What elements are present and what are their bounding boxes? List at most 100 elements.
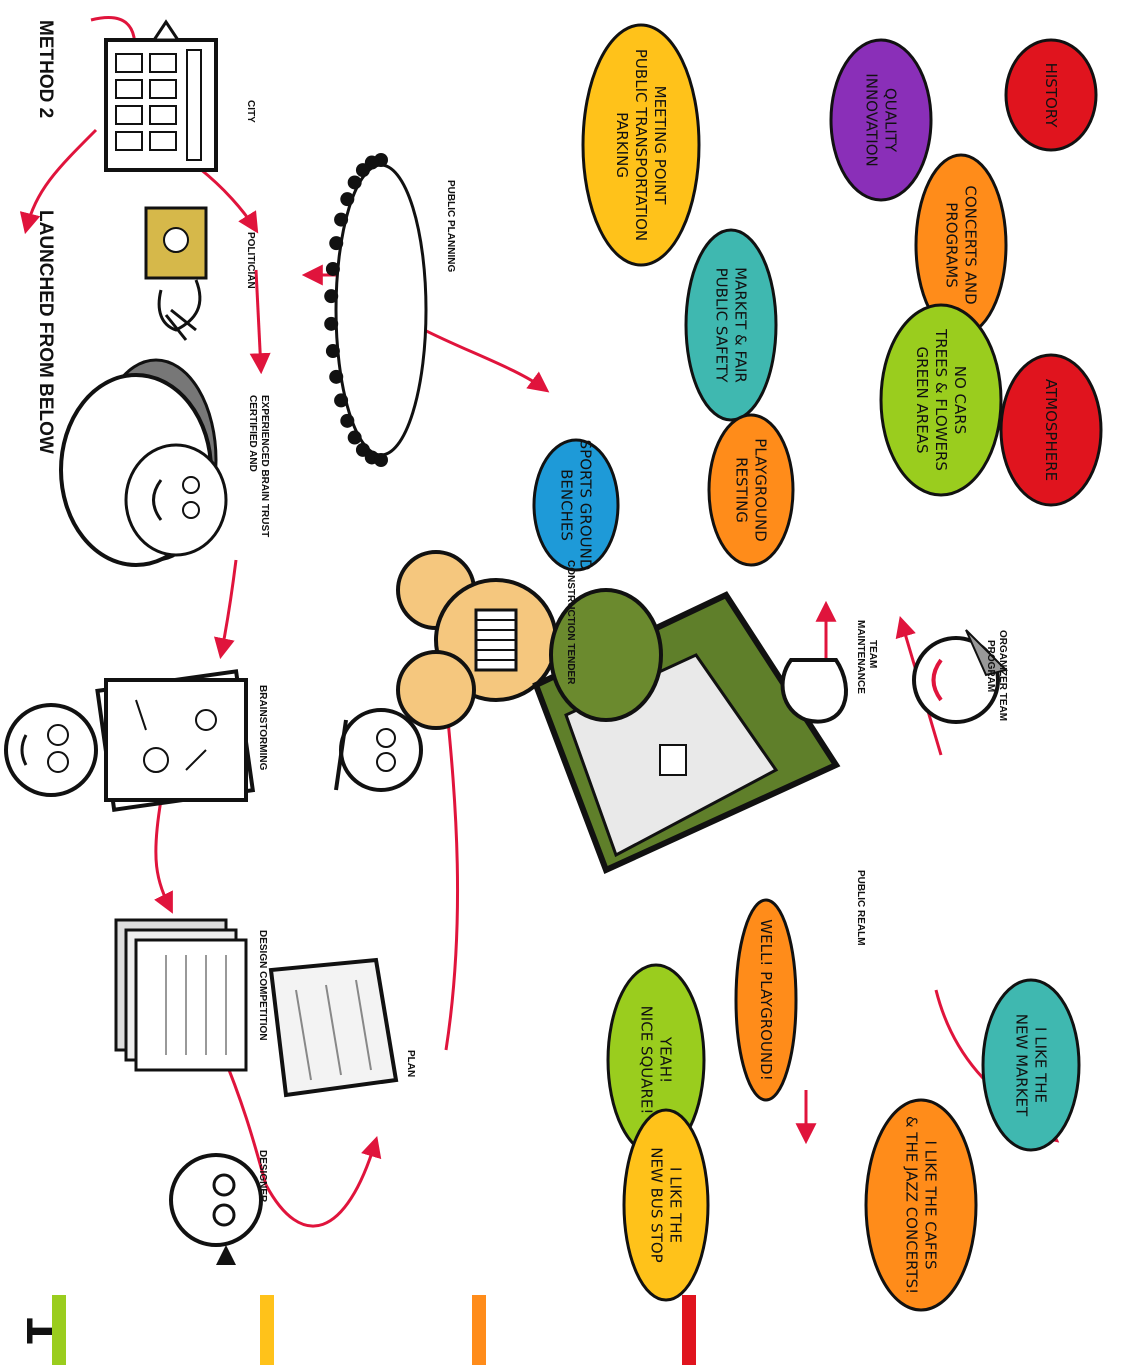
color-bar-green xyxy=(52,1295,66,1365)
feedback-bubble: WELL! PLAYGROUND! xyxy=(734,898,798,1102)
bubble-shape xyxy=(734,898,798,1102)
bubble-shape xyxy=(879,303,1003,497)
crowd-person xyxy=(374,453,388,467)
label-politician: POLITICIAN xyxy=(245,232,256,289)
bubble-text: I LIKE THE xyxy=(1032,1027,1050,1103)
bubble-text: NICE SQUARE! xyxy=(638,1006,656,1115)
thinker-face-icon xyxy=(4,703,98,797)
crowd-person xyxy=(329,369,344,384)
bubble-text: PUBLIC SAFETY xyxy=(713,268,731,384)
bubble-text: BENCHES xyxy=(558,469,576,541)
bubble-text: RESTING xyxy=(733,457,751,523)
label-plan: PLAN xyxy=(405,1050,416,1078)
arrow-brainstorming-to-competition xyxy=(154,799,173,914)
label-public-planning: PUBLIC PLANNING xyxy=(445,180,456,273)
sketch-papers-icon xyxy=(95,669,256,812)
label-maintenance-1: MAINTENANCE xyxy=(855,620,866,694)
wish-bubble: HISTORY xyxy=(1004,38,1098,152)
label-construction-tender: CONSTRUCTION TENDER xyxy=(565,560,576,685)
bubble-shape xyxy=(829,38,933,202)
city-hall-icon xyxy=(104,19,218,172)
bubble-text: TREES & FLOWERS xyxy=(932,328,950,471)
label-brain-trust-2: EXPERIENCED BRAIN TRUST xyxy=(259,395,270,538)
bubble-text: QUALITY xyxy=(882,88,900,153)
bubble-shape xyxy=(1004,38,1098,152)
label-program-organizer-2: ORGANIZER TEAM xyxy=(997,630,1008,722)
crowd-person xyxy=(324,289,339,304)
bubble-shape xyxy=(864,1098,978,1312)
bubble-shape xyxy=(532,438,620,572)
critic-face-icon xyxy=(334,708,423,792)
arrow-city-to-planning xyxy=(19,128,98,235)
bubble-text: SPORTS GROUND xyxy=(577,440,595,571)
organizer-face-icon xyxy=(912,629,1008,724)
bubble-shape xyxy=(622,1108,710,1302)
crowd-person xyxy=(325,344,340,359)
bubble-text: PROGRAMS xyxy=(943,202,961,287)
crowd-person xyxy=(355,163,370,178)
bubble-shape xyxy=(581,23,701,267)
label-designer: DESIGNER xyxy=(257,1150,268,1203)
wish-bubble: ATMOSPHERE xyxy=(999,353,1103,507)
bubble-text: PLAYGROUND xyxy=(752,438,770,542)
label-program-organizer-1: PROGRAM xyxy=(985,640,996,693)
design-sheets-icon xyxy=(114,918,248,1072)
site-plan-icon xyxy=(268,957,399,1098)
arrow-plan-to-tender xyxy=(437,695,460,1051)
arrow-braintrust-to-brainstorming xyxy=(213,559,238,660)
bubble-text: WELL! PLAYGROUND! xyxy=(757,919,775,1080)
bubble-text: NO CARS xyxy=(951,366,969,434)
crowd-person xyxy=(347,175,362,190)
color-bar-yellow xyxy=(260,1295,274,1365)
bubble-text: MEETING POINT xyxy=(651,86,669,206)
crowd-person xyxy=(334,212,349,227)
bubble-text: ATMOSPHERE xyxy=(1042,379,1060,481)
color-bar-red xyxy=(682,1295,696,1365)
arrow-politician-to-braintrust xyxy=(249,269,271,375)
label-maintenance-2: TEAM xyxy=(867,640,878,669)
label-brainstorming: BRAINSTORMING xyxy=(257,685,268,771)
crowd-person xyxy=(329,236,344,251)
park-plaza-icon xyxy=(532,588,841,875)
color-bars xyxy=(52,1295,696,1365)
crowd-person xyxy=(325,261,340,276)
bubble-text: GREEN AREAS xyxy=(913,347,931,454)
bubble-text: I LIKE THE CAFES xyxy=(922,1140,940,1269)
label-city: CITY xyxy=(245,100,256,123)
feedback-bubble: YEAH!NICE SQUARE! xyxy=(606,963,706,1157)
color-bar-orange xyxy=(472,1295,486,1365)
builders-icon xyxy=(396,550,558,730)
bubble-text: MARKET & FAIR xyxy=(732,267,750,383)
bubble-text: CONCERTS AND xyxy=(962,185,980,304)
crowd-person xyxy=(334,393,349,408)
crowd-person xyxy=(324,316,339,331)
bubble-text: YEAH! xyxy=(657,1036,675,1083)
crowd-person xyxy=(340,192,355,207)
bubble-text: HISTORY xyxy=(1042,63,1060,129)
bubble-text: PARKING xyxy=(613,112,631,178)
label-public-realm: PUBLIC REALM xyxy=(855,870,866,946)
bubble-text: INNOVATION xyxy=(863,73,881,166)
crowd-table-icon xyxy=(324,153,428,467)
maintenance-hand-icon xyxy=(780,658,848,724)
bubble-shape xyxy=(684,228,778,422)
crowd-person xyxy=(347,430,362,445)
feedback-bubble: I LIKE THE CAFES& THE JAZZ CONCERTS! xyxy=(864,1098,978,1312)
designer-face-icon xyxy=(169,1153,263,1265)
bubble-text: NEW MARKET xyxy=(1013,1014,1031,1117)
bubble-text: PUBLIC TRANSPORTATION xyxy=(632,49,650,241)
bubble-shape xyxy=(707,413,795,567)
brain-trust-icon xyxy=(59,358,228,567)
